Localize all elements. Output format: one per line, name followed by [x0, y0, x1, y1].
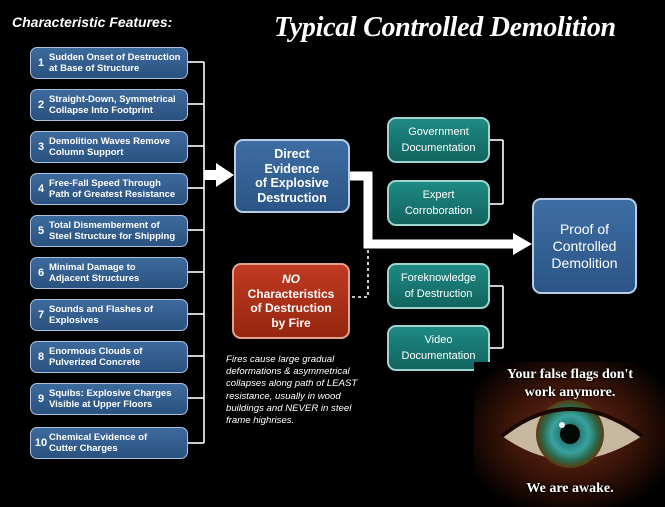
eye-image: Your false flags don't work anymore. We …	[474, 362, 665, 507]
feature-text: Sounds and Flashes of Explosives	[49, 304, 153, 326]
feature-item: 10 Chemical Evidence of Cutter Charges	[30, 427, 188, 459]
feature-number: 8	[37, 351, 45, 363]
feature-number: 3	[37, 141, 45, 153]
proof-box: Proof of Controlled Demolition	[532, 198, 637, 294]
expert-corroboration-box: Expert Corroboration	[387, 180, 490, 226]
feature-item: 6 Minimal Damage to Adjacent Structures	[30, 257, 188, 289]
page-title: Typical Controlled Demolition	[274, 12, 616, 43]
feature-item: 1 Sudden Onset of Destruction at Base of…	[30, 47, 188, 79]
feature-text: Free-Fall Speed Through Path of Greatest…	[49, 178, 176, 200]
direct-evidence-box: Direct Evidence of Explosive Destruction	[234, 139, 350, 213]
fire-note: Fires cause large gradual deformations &…	[226, 354, 358, 427]
feature-text: Total Dismemberment of Steel Structure f…	[49, 220, 176, 242]
slogan-bottom: We are awake.	[526, 481, 614, 496]
feature-number: 1	[37, 57, 45, 69]
feature-item: 8 Enormous Clouds of Pulverized Concrete	[30, 341, 188, 373]
slogan-top: Your false flags don't work anymore.	[506, 367, 634, 400]
feature-text: Demolition Waves Remove Column Support	[49, 136, 171, 158]
no-fire-box: NO Characteristics of Destruction by Fir…	[232, 263, 350, 339]
feature-number: 10	[34, 437, 48, 449]
government-documentation-box: Government Documentation	[387, 117, 490, 163]
feature-text: Minimal Damage to Adjacent Structures	[49, 262, 140, 284]
feature-item: 7 Sounds and Flashes of Explosives	[30, 299, 188, 331]
feature-item: 9 Squibs: Explosive Charges Visible at U…	[30, 383, 188, 415]
feature-number: 5	[37, 225, 45, 237]
features-heading: Characteristic Features:	[12, 14, 173, 30]
feature-text: Straight-Down, Symmetrical Collapse Into…	[49, 94, 176, 116]
feature-number: 4	[37, 183, 45, 195]
feature-item: 4 Free-Fall Speed Through Path of Greate…	[30, 173, 188, 205]
feature-text: Squibs: Explosive Charges Visible at Upp…	[49, 388, 172, 410]
eye-icon	[474, 362, 665, 507]
feature-number: 2	[37, 99, 45, 111]
feature-text: Chemical Evidence of Cutter Charges	[49, 432, 148, 454]
feature-number: 6	[37, 267, 45, 279]
no-fire-text: Characteristics of Destruction by Fire	[247, 286, 335, 330]
feature-text: Sudden Onset of Destruction at Base of S…	[49, 52, 181, 74]
feature-text: Enormous Clouds of Pulverized Concrete	[49, 346, 143, 368]
no-fire-keyword: NO	[282, 272, 300, 286]
foreknowledge-box: Foreknowledge of Destruction	[387, 263, 490, 309]
feature-item: 3 Demolition Waves Remove Column Support	[30, 131, 188, 163]
video-documentation-box: Video Documentation	[387, 325, 490, 371]
feature-item: 5 Total Dismemberment of Steel Structure…	[30, 215, 188, 247]
feature-item: 2 Straight-Down, Symmetrical Collapse In…	[30, 89, 188, 121]
feature-number: 7	[37, 309, 45, 321]
feature-number: 9	[37, 393, 45, 405]
